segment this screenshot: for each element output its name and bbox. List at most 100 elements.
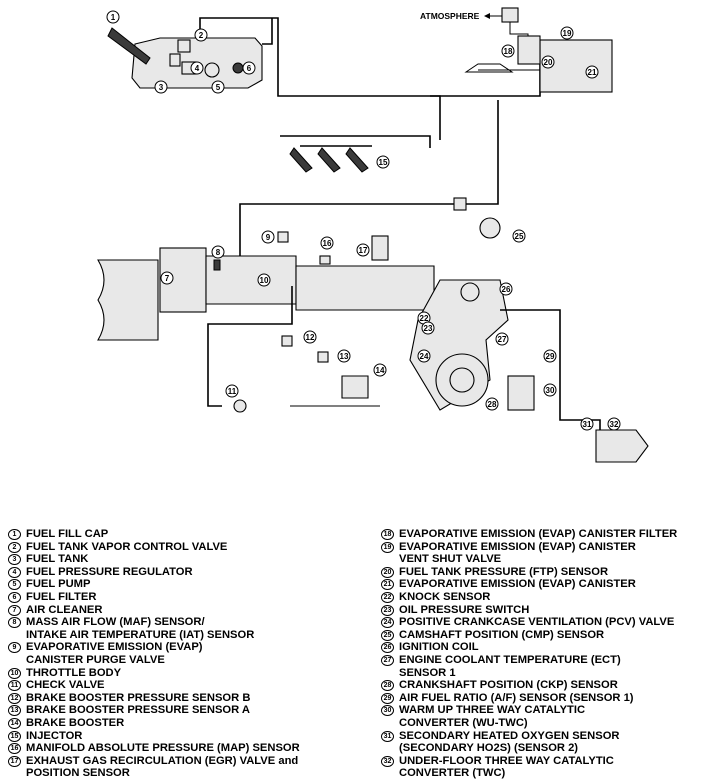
svg-text:7: 7: [165, 274, 170, 283]
legend-label: EVAPORATIVE EMISSION (EVAP) CANISTER: [399, 578, 636, 591]
exhaust-pipe: [500, 309, 601, 440]
legend-number: 22: [381, 591, 394, 603]
legend-number: 1: [8, 529, 21, 540]
callout-14: 14: [373, 363, 387, 377]
legend-label: CAMSHAFT POSITION (CMP) SENSOR: [399, 628, 605, 641]
svg-text:10: 10: [260, 276, 269, 285]
legend-number: 6: [8, 591, 21, 603]
legend-label: INTAKE AIR TEMPERATURE (IAT) SENSOR: [26, 628, 255, 641]
legend-number: 31: [381, 730, 394, 742]
callout-21: 21: [585, 65, 599, 79]
svg-text:19: 19: [563, 29, 572, 38]
svg-text:9: 9: [266, 233, 271, 242]
svg-text:5: 5: [216, 83, 221, 92]
evap-canister: [464, 35, 613, 93]
callout-4: 4: [190, 61, 204, 75]
legend-item: 18 EVAPORATIVE EMISSION (EVAP) CANISTER F…: [381, 528, 703, 541]
svg-text:21: 21: [588, 68, 597, 77]
legend-number: 32: [381, 755, 394, 767]
svg-text:32: 32: [610, 420, 619, 429]
atmosphere-arrowhead: [484, 13, 490, 19]
callout-26: 26: [499, 282, 513, 296]
legend-item: 11 CHECK VALVE: [8, 679, 353, 692]
svg-text:24: 24: [420, 352, 429, 361]
callout-18: 18: [501, 44, 515, 58]
callout-8: 8: [211, 245, 225, 259]
svg-text:3: 3: [159, 83, 164, 92]
legend-number: 18: [381, 529, 394, 540]
legend-label: WARM UP THREE WAY CATALYTIC: [399, 704, 586, 717]
check-valve: [233, 399, 247, 413]
svg-text:17: 17: [359, 246, 368, 255]
callout-12: 12: [303, 330, 317, 344]
callout-5: 5: [211, 80, 225, 94]
callout-29: 29: [543, 349, 557, 363]
legend-number: 9: [8, 642, 21, 654]
brake-booster: [341, 375, 369, 399]
svg-text:8: 8: [216, 248, 221, 257]
atmosphere-label: ATMOSPHERE: [420, 11, 480, 21]
legend-label: VENT SHUT VALVE: [399, 553, 502, 566]
legend-number: 13: [8, 705, 21, 717]
legend-label: CHECK VALVE: [26, 679, 105, 692]
injectors: [289, 145, 372, 173]
legend-label: EVAPORATIVE EMISSION (EVAP): [26, 641, 203, 654]
purge-line: [239, 100, 499, 260]
legend-label: FUEL TANK PRESSURE (FTP) SENSOR: [399, 565, 609, 578]
svg-text:14: 14: [376, 366, 385, 375]
svg-text:31: 31: [583, 420, 592, 429]
callout-11: 11: [225, 384, 239, 398]
egr-valve: [371, 235, 389, 261]
legend-number: 29: [381, 692, 394, 704]
legend-number: 14: [8, 717, 21, 729]
callout-10: 10: [257, 273, 271, 287]
legend-number: 7: [8, 604, 21, 616]
legend-number: 19: [381, 541, 394, 553]
purge-valve: [277, 231, 289, 243]
callout-24: 24: [417, 349, 431, 363]
legend-number: 4: [8, 566, 21, 578]
legend-label: FUEL PUMP: [26, 578, 91, 591]
callout-9: 9: [261, 230, 275, 244]
legend-label: EVAPORATIVE EMISSION (EVAP) CANISTER FIL…: [399, 528, 678, 540]
legend-number: 2: [8, 541, 21, 553]
callout-20: 20: [541, 55, 555, 69]
callouts: 1 2 3 4 5 6 7 8 9 10 11 12 13 14 15 16 1…: [106, 10, 621, 431]
svg-text:30: 30: [546, 386, 555, 395]
callout-19: 19: [560, 26, 574, 40]
legend-label: CONVERTER (WU-TWC): [399, 716, 528, 729]
svg-text:25: 25: [515, 232, 524, 241]
legend-label: FUEL PRESSURE REGULATOR: [26, 565, 193, 578]
svg-text:18: 18: [504, 47, 513, 56]
legend-label: MANIFOLD ABSOLUTE PRESSURE (MAP) SENSOR: [26, 742, 300, 755]
callout-15: 15: [376, 155, 390, 169]
svg-text:1: 1: [111, 13, 116, 22]
callout-13: 13: [337, 349, 351, 363]
sensor-b: [281, 335, 293, 347]
legend-label: IGNITION COIL: [399, 641, 479, 654]
callout-3: 3: [154, 80, 168, 94]
legend-label: CANISTER PURGE VALVE: [26, 653, 165, 666]
callout-16: 16: [320, 236, 334, 250]
svg-text:23: 23: [424, 324, 433, 333]
legend-label: CONVERTER (TWC): [399, 767, 506, 780]
legend-number: 11: [8, 680, 21, 692]
legend-label: CRANKSHAFT POSITION (CKP) SENSOR: [399, 679, 618, 692]
svg-text:26: 26: [502, 285, 511, 294]
callout-28: 28: [485, 397, 499, 411]
